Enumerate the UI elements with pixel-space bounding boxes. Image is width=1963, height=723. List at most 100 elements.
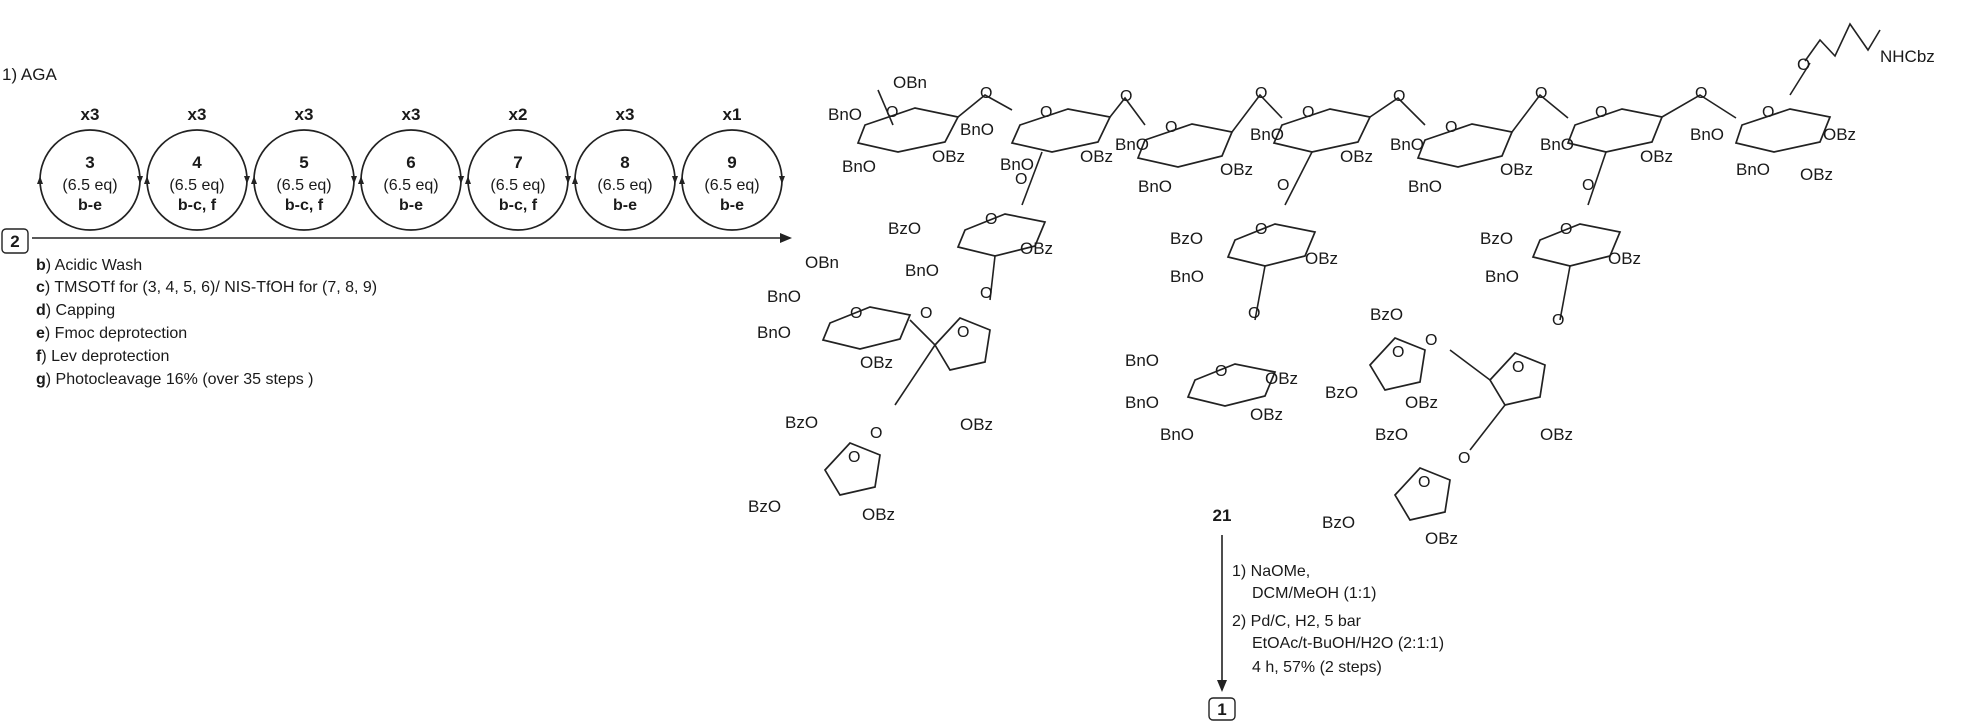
- bridge-oxygen: O: [1248, 305, 1260, 322]
- cycle-compound: 9: [727, 153, 736, 172]
- cycle-equivalents: (6.5 eq): [62, 177, 117, 194]
- sub-label: OBz: [860, 353, 893, 372]
- sub-label: BnO: [1000, 155, 1034, 174]
- branch-a-ring-1: [956, 213, 1047, 257]
- cycle-steps: b-c, f: [499, 197, 538, 214]
- bridge-oxygen: O: [1695, 85, 1707, 102]
- branch-bond: [1587, 151, 1607, 206]
- deprotection-conditions: 1) NaOMe, DCM/MeOH (1:1) 2) Pd/C, H2, 5 …: [1232, 563, 1444, 676]
- sub-label: OBz: [1340, 147, 1373, 166]
- pentyl-linker: [1804, 22, 1881, 62]
- ring-7: [1734, 108, 1832, 153]
- cycle-steps: b-c, f: [178, 197, 217, 214]
- condition-d: d) Capping: [36, 302, 115, 319]
- cycle-steps: b-e: [613, 197, 637, 214]
- aga-cycle: x3 3 (6.5 eq) b-e: [37, 105, 143, 231]
- deprotection-line: 4 h, 57% (2 steps): [1252, 659, 1382, 676]
- cycle-count: x3: [402, 105, 421, 124]
- cycle-count: x3: [81, 105, 100, 124]
- glycosidic-bond: [1511, 93, 1569, 133]
- aga-cycle: x35(6.5 eq)b-c, f: [251, 105, 357, 231]
- condition-b: b) Acidic Wash: [36, 257, 142, 274]
- bridge-oxygen: O: [920, 305, 932, 322]
- sub-label: BzO: [1375, 425, 1408, 444]
- branch-bond: [989, 255, 996, 301]
- cycle-steps: b-e: [399, 197, 423, 214]
- reaction-arrowhead: [780, 233, 792, 243]
- aga-cycle: x34(6.5 eq)b-c, f: [144, 105, 250, 231]
- branch-c-furanose-1: [1488, 351, 1546, 406]
- aga-cycle: x1 9 (6.5 eq) b-e: [679, 105, 785, 231]
- sub-label: OBz: [1540, 425, 1573, 444]
- cycle-equivalents: (6.5 eq): [490, 177, 545, 194]
- branch-c-furanose-3: [1393, 466, 1451, 521]
- sub-label: OBz: [1640, 147, 1673, 166]
- cycle-equivalents: (6.5 eq): [276, 177, 331, 194]
- cycle-count: x2: [509, 105, 528, 124]
- sub-label: BnO: [757, 323, 791, 342]
- cycle-compound: 5: [299, 153, 308, 172]
- deprotection-line: EtOAc/t-BuOH/H2O (2:1:1): [1252, 635, 1444, 652]
- branch-c-furanose-2: [1368, 336, 1426, 391]
- sub-label: OBz: [1425, 529, 1458, 548]
- cycle-equivalents: (6.5 eq): [169, 177, 224, 194]
- ring-oxygen: O: [985, 211, 997, 228]
- ring-oxygen: O: [850, 305, 862, 322]
- sub-label: BzO: [785, 413, 818, 432]
- bridge-oxygen: O: [1120, 88, 1132, 105]
- bridge-oxygen: O: [1015, 171, 1027, 188]
- cycle-count: x3: [616, 105, 635, 124]
- condition-c: c) TMSOTf for (3, 4, 5, 6)/ NIS-TfOH for…: [36, 279, 377, 296]
- condition-g: g) Photocleavage 16% (over 35 steps ): [36, 371, 313, 388]
- sub-label: BzO: [1325, 383, 1358, 402]
- sub-label: BzO: [888, 219, 921, 238]
- sub-label: BnO: [1250, 125, 1284, 144]
- sub-label: OBz: [1405, 393, 1438, 412]
- cycle-arrowhead: [358, 176, 364, 184]
- cycle-arrowhead: [572, 176, 578, 184]
- branch-bond: [1254, 265, 1266, 321]
- cycle-arrowhead: [465, 176, 471, 184]
- glycosidic-bond: [957, 94, 1013, 118]
- cycle-arrowhead: [244, 176, 250, 184]
- ring-2: [1010, 108, 1112, 153]
- branch-bond: [1469, 404, 1506, 451]
- cycle-count: x1: [723, 105, 742, 124]
- ring-oxygen: O: [1040, 104, 1052, 121]
- final-compound-label: 1: [1217, 700, 1226, 719]
- sub-label: OBz: [1020, 239, 1053, 258]
- glycosidic-bond: [1369, 96, 1426, 126]
- ring-oxygen: O: [1418, 474, 1430, 491]
- sub-label: OBz: [1608, 249, 1641, 268]
- ring-3: [1136, 123, 1234, 168]
- bridge-oxygen: O: [1425, 332, 1437, 349]
- branch-bond: [894, 344, 936, 406]
- bridge-oxygen: O: [1535, 85, 1547, 102]
- cycle-equivalents: (6.5 eq): [704, 177, 759, 194]
- linker-oxygen: O: [1797, 55, 1810, 74]
- linker-bond: [1789, 62, 1811, 96]
- linker-label: NHCbz: [1880, 47, 1935, 66]
- ring-oxygen: O: [1512, 359, 1524, 376]
- sub-label: BnO: [1160, 425, 1194, 444]
- bridge-oxygen: O: [1255, 85, 1267, 102]
- sub-label: BnO: [960, 120, 994, 139]
- cycle-steps: b-e: [720, 197, 744, 214]
- cycle-steps: b-e: [78, 197, 102, 214]
- step1-label: 1) AGA: [2, 65, 57, 84]
- deprotection-arrowhead: [1217, 680, 1227, 692]
- deprotection-line: DCM/MeOH (1:1): [1252, 585, 1376, 602]
- ring-oxygen: O: [957, 324, 969, 341]
- condition-f: f) Lev deprotection: [36, 348, 169, 365]
- cycle-compound: 3: [85, 153, 94, 172]
- sub-label: OBz: [1250, 405, 1283, 424]
- ring-oxygen: O: [848, 449, 860, 466]
- sub-label: OBn: [805, 253, 839, 272]
- bridge-oxygen: O: [1393, 88, 1405, 105]
- sub-label: OBz: [1800, 165, 1833, 184]
- sub-label: OBz: [1305, 249, 1338, 268]
- bridge-oxygen: O: [1582, 177, 1594, 194]
- cycle-arrowhead: [672, 176, 678, 184]
